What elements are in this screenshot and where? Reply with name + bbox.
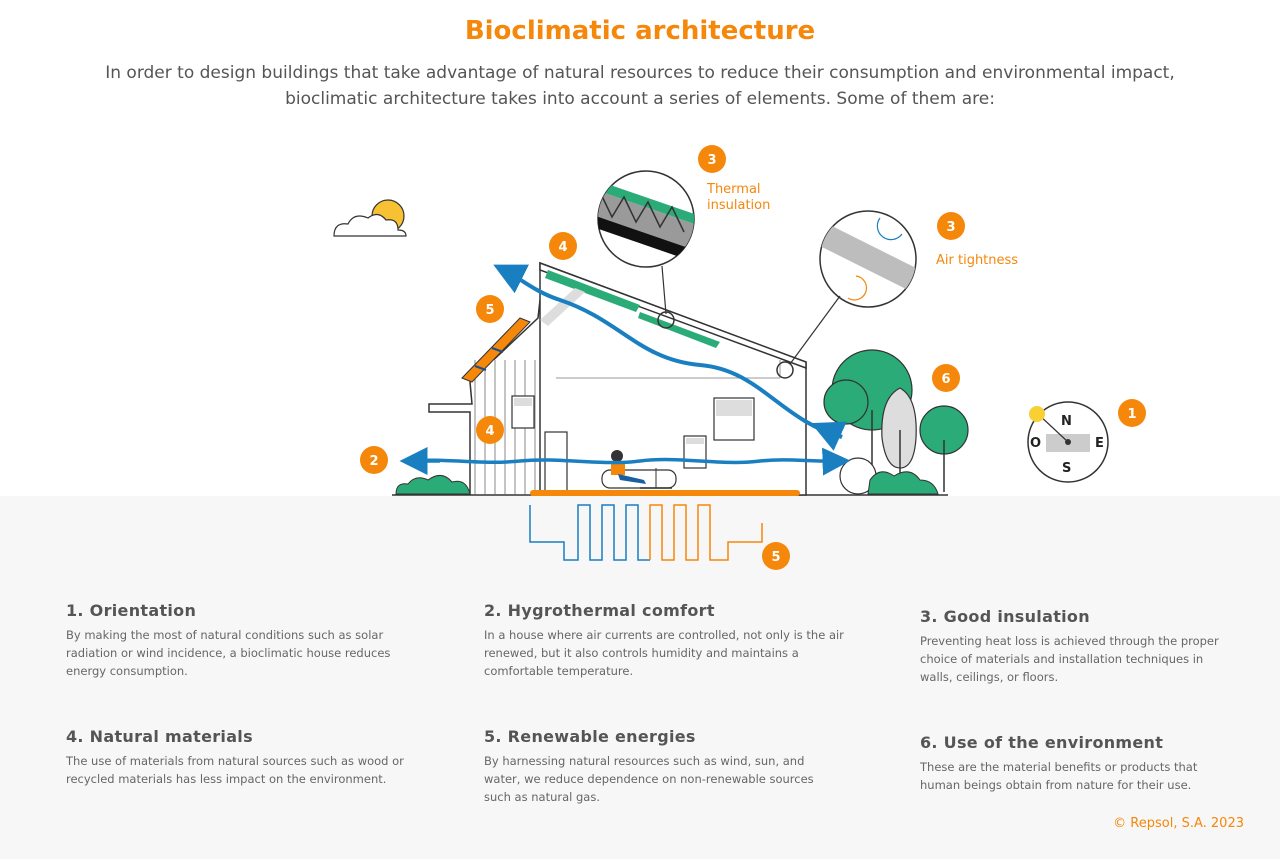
card-text: By making the most of natural conditions…: [66, 628, 391, 678]
compass-s: S: [1062, 461, 1071, 476]
compass-o: O: [1030, 436, 1041, 451]
card-text: Preventing heat loss is achieved through…: [920, 634, 1219, 684]
card-heading: 6. Use of the environment: [920, 733, 1164, 752]
compass-n: N: [1061, 414, 1072, 429]
card-natural-materials: 4. Natural materials The use of material…: [66, 727, 426, 788]
geothermal-pipes: [529, 504, 763, 561]
badge-5-geothermal: 5: [762, 542, 790, 570]
sun-cloud-icon: [333, 199, 407, 237]
badge-4-roof: 4: [549, 232, 577, 260]
card-environment: 6. Use of the environment These are the …: [920, 733, 1230, 794]
badge-1: 1: [1118, 399, 1146, 427]
svg-text:5: 5: [771, 550, 780, 565]
badge-5-solar: 5: [476, 295, 504, 323]
card-heading: 1. Orientation: [66, 601, 197, 620]
badge-3-air: 3: [937, 212, 965, 240]
label-thermal-1: Thermal: [706, 182, 761, 197]
floor-heating: [530, 490, 800, 496]
green-roof: [545, 270, 640, 312]
label-air-tightness: Air tightness: [936, 253, 1018, 268]
page-title: Bioclimatic architecture: [464, 16, 816, 46]
fridge: [544, 431, 568, 495]
svg-text:5: 5: [485, 303, 494, 318]
compass-icon: N S E O: [1027, 401, 1109, 483]
person-on-sofa: [601, 450, 677, 489]
compass-e: E: [1095, 436, 1104, 451]
info-panel: [0, 496, 1280, 859]
svg-text:2: 2: [369, 454, 378, 469]
svg-text:1: 1: [1127, 407, 1136, 422]
copyright: © Repsol, S.A. 2023: [1113, 816, 1244, 831]
card-heading: 3. Good insulation: [920, 607, 1090, 626]
svg-text:3: 3: [946, 220, 955, 235]
warm-air-arrow: [493, 264, 843, 439]
air-tightness-detail: [776, 210, 917, 379]
card-heading: 4. Natural materials: [66, 727, 253, 746]
svg-text:4: 4: [485, 424, 494, 439]
card-text: These are the material benefits or produ…: [920, 760, 1198, 792]
page-subtitle: In order to design buildings that take a…: [105, 63, 1175, 109]
card-heading: 2. Hygrothermal comfort: [484, 601, 715, 620]
thermal-insulation-detail: [597, 170, 695, 329]
card-orientation: 1. Orientation By making the most of nat…: [66, 601, 426, 680]
cross-ventilation-arrow: [405, 447, 851, 476]
house-diagram: N S E O Thermal insulation Air tightness…: [333, 145, 1146, 570]
badge-4-wall: 4: [476, 416, 504, 444]
card-hygrothermal: 2. Hygrothermal comfort In a house where…: [484, 601, 844, 680]
svg-text:4: 4: [558, 240, 567, 255]
svg-text:6: 6: [941, 372, 950, 387]
badge-3-thermal: 3: [698, 145, 726, 173]
label-thermal-2: insulation: [707, 198, 770, 213]
svg-text:3: 3: [707, 153, 716, 168]
card-renewable: 5. Renewable energies By harnessing natu…: [484, 727, 844, 806]
card-text: In a house where air currents are contro…: [484, 628, 844, 678]
badge-6: 6: [932, 364, 960, 392]
card-text: By harnessing natural resources such as …: [484, 754, 814, 804]
badge-2: 2: [360, 446, 388, 474]
card-text: The use of materials from natural source…: [66, 754, 404, 786]
card-heading: 5. Renewable energies: [484, 727, 696, 746]
card-insulation: 3. Good insulation Preventing heat loss …: [920, 607, 1230, 686]
trees: [395, 349, 969, 495]
